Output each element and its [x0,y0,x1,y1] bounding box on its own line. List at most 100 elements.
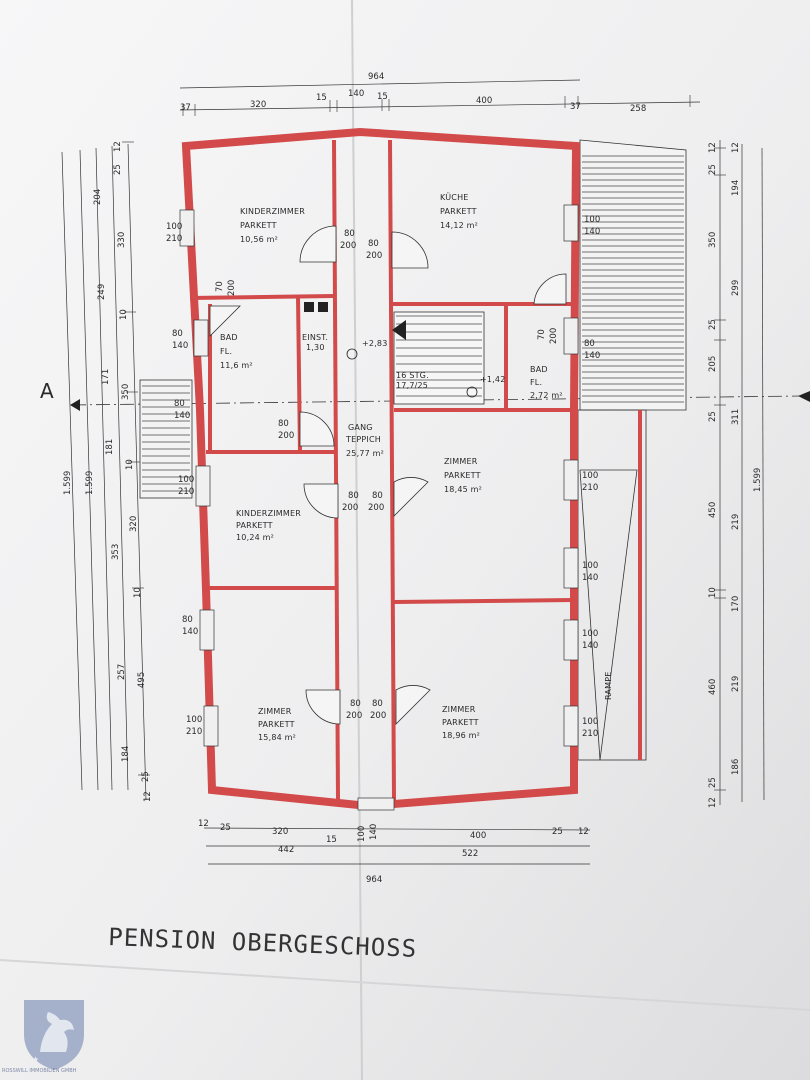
room-einst-name: EINST. [302,333,328,342]
op-kueche-h: 140 [584,227,600,237]
door-einst [299,411,335,447]
dim-left-b9: 495 [137,672,147,688]
dim-right-b3: 299 [731,280,741,296]
section-arrow-left [70,399,80,411]
horse-shield-icon: ★ [24,1000,84,1070]
door-zimmer2 [305,689,341,725]
dim-bot-sub-2: 522 [462,849,478,859]
op-d5-w: 80 [350,699,361,709]
dim-left-outer-1: 1.599 [63,471,73,495]
dim-right-a7: 450 [708,502,718,518]
op-d3-h: 200 [342,503,358,513]
door-zimmer1 [393,477,429,517]
dim-left-a2: 249 [97,284,107,300]
window-marks [179,204,579,811]
dim-top-8: 258 [630,104,646,114]
dim-top-5: 15 [377,92,388,102]
room-zimmer3-floor: PARKETT [442,718,479,727]
dim-left-a8: 12 [143,791,153,802]
dim-left-a3: 171 [101,369,111,385]
dim-left-a1: 204 [93,189,103,205]
op-stair-h: 140 [174,411,190,421]
paper-fold-horizontal [0,959,810,1011]
room-kueche-area: 14,12 m² [440,221,478,230]
brand-name: ROSSWILL IMMOBILIEN GMBH [2,1068,77,1074]
room-bad2-name: BAD [530,365,548,374]
dim-bot-total: 964 [366,875,382,885]
dim-bot-2: 25 [220,823,231,833]
terrace-hatch-right [579,139,687,411]
dim-bot-5: 100 [357,826,367,842]
dim-right-b2: 194 [731,180,741,196]
paper-fold-vertical [351,0,363,1080]
room-bad2-area: 2,72 m² [530,391,563,400]
dim-left-b1: 12 [113,141,123,152]
dim-right-a8: 10 [708,587,718,598]
door-swings [209,225,567,725]
op-d6-w: 80 [372,699,383,709]
service-symbols [304,302,478,398]
room-zimmer2-area: 15,84 m² [258,733,296,742]
opening-dimensions: 100 210 80 200 80 200 100 140 70 200 80 … [166,215,600,739]
op-zimmer1a-h: 210 [582,483,598,493]
op-d5-h: 200 [346,711,362,721]
stair-ratio: 17,7/25 [396,381,428,390]
room-bad2-floor: FL. [530,378,542,387]
op-bad1win-h: 140 [172,341,188,351]
room-gang-area: 25,77 m² [346,449,384,458]
room-zimmer3-area: 18,96 m² [442,731,480,740]
dim-right-a2: 25 [708,164,718,175]
op-kinder1-w: 100 [166,222,182,232]
room-gang-name: GANG [348,423,373,432]
dim-left-a7: 184 [121,746,131,762]
dim-right-b6: 170 [731,596,741,612]
dim-right-b5: 219 [731,514,741,530]
dim-left-b5: 350 [121,384,131,400]
room-kinder1-name: KINDERZIMMER [240,207,305,216]
room-kueche-floor: PARKETT [440,207,477,216]
room-zimmer1-floor: PARKETT [444,471,481,480]
op-d2-h: 200 [366,251,382,261]
door-bad1 [209,305,241,337]
op-zimmer3b-w: 100 [582,717,598,727]
dim-top-1: 37 [180,103,191,113]
dim-top-total: 964 [368,72,384,82]
dim-top-2: 320 [250,100,266,110]
right-dimension-chains: 12 25 350 25 205 25 450 10 460 25 12 12 … [708,140,765,808]
dim-bot-8: 25 [552,827,563,837]
room-kueche-name: KÜCHE [440,192,469,202]
dim-right-a5: 205 [708,356,718,372]
room-kinder1-floor: PARKETT [240,221,277,230]
op-d3-w: 80 [348,491,359,501]
op-zimmer1b-w: 100 [582,561,598,571]
room-bad1-name: BAD [220,333,238,342]
op-zimmer1b-h: 140 [582,573,598,583]
brand-logo: ★ [14,994,94,1072]
dim-right-a10: 25 [708,777,718,788]
room-einst-area: 1,30 [306,343,325,352]
dim-right-a4: 25 [708,319,718,330]
op-einst-w: 80 [278,419,289,429]
op-d6-h: 200 [370,711,386,721]
door-zimmer3 [395,685,431,725]
op-zimmer2-w: 100 [186,715,202,725]
dim-left-outer-2: 1.599 [85,471,95,495]
dim-right-b1: 12 [731,142,741,153]
room-zimmer2-floor: PARKETT [258,720,295,729]
dim-right-b7: 219 [731,676,741,692]
op-kinder1-h: 210 [166,234,182,244]
op-d1-h: 200 [340,241,356,251]
op-zimmer2win-w: 80 [182,615,193,625]
op-zimmer3a-w: 100 [582,629,598,639]
op-bad1-w: 70 [215,281,225,292]
room-zimmer2-name: ZIMMER [258,707,292,716]
op-kinder2-w: 100 [178,475,194,485]
door-kinder2 [303,483,339,519]
dim-left-b7: 320 [129,516,139,532]
op-d1-w: 80 [344,229,355,239]
stair-steps: 16 STG. [396,371,429,380]
dim-left-a6: 257 [117,664,127,680]
dim-right-a11: 12 [708,797,718,808]
op-d2-w: 80 [368,239,379,249]
